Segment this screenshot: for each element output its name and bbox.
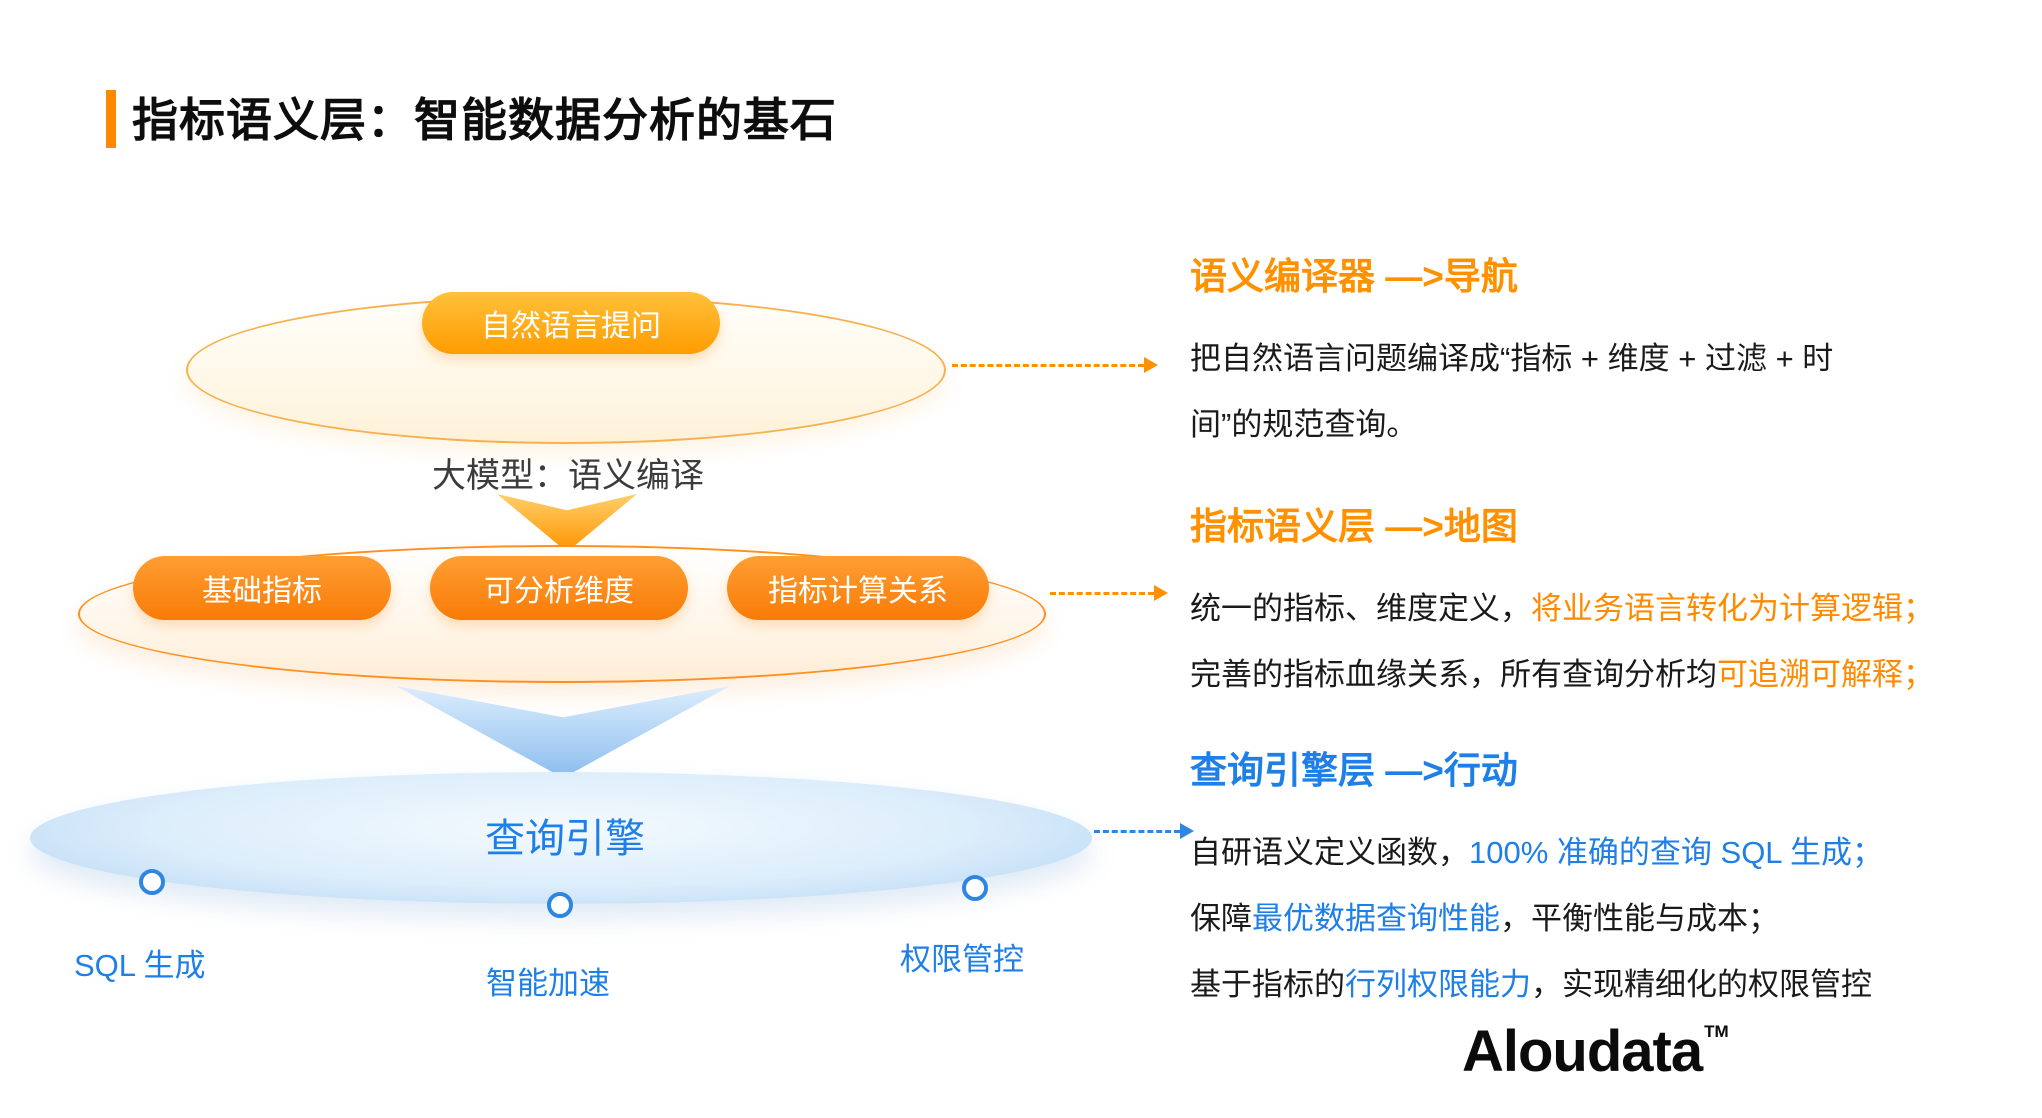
metric-calc-relations-pill: 指标计算关系 (727, 556, 989, 620)
text-segment-highlight: 行列权限能力 (1345, 967, 1531, 1002)
query-engine-label: 查询引擎 (485, 817, 645, 861)
section-body: 自研语义定义函数，100% 准确的查询 SQL 生成； 保障最优数据查询性能，平… (1190, 820, 2008, 1018)
text-segment: 统一的指标、维度定义， (1190, 591, 1531, 626)
section-heading: 语义编译器 —>导航 (1190, 256, 1518, 297)
body-line: 间”的规范查询。 (1190, 392, 2008, 458)
text-segment: ，平衡性能与成本； (1500, 901, 1779, 936)
dashed-connector-top (952, 356, 1158, 374)
text-segment: 间”的规范查询。 (1190, 407, 1418, 442)
text-segment: ，实现精细化的权限管控 (1531, 967, 1872, 1002)
model-arrow-label: 大模型：语义编译 (432, 457, 704, 495)
query-engine-ellipse (30, 772, 1092, 904)
arrowhead-icon (1180, 823, 1194, 839)
body-line: 自研语义定义函数，100% 准确的查询 SQL 生成； (1190, 820, 2008, 886)
body-line: 保障最优数据查询性能，平衡性能与成本； (1190, 886, 2008, 952)
natural-language-pill: 自然语言提问 (422, 292, 720, 354)
node-label-sql: SQL 生成 (74, 948, 206, 983)
body-line: 完善的指标血缘关系，所有查询分析均可追溯可解释； (1190, 642, 2008, 708)
section-heading: 查询引擎层 —>行动 (1190, 750, 1518, 791)
text-segment: 自研语义定义函数， (1190, 835, 1469, 870)
down-arrow-orange-icon (497, 494, 637, 552)
body-line: 把自然语言问题编译成“指标 + 维度 + 过滤 + 时 (1190, 326, 2008, 392)
text-segment: 把自然语言问题编译成“指标 + 维度 + 过滤 + 时 (1190, 341, 1834, 376)
section-body: 把自然语言问题编译成“指标 + 维度 + 过滤 + 时 间”的规范查询。 (1190, 326, 2008, 458)
section-query-engine: 查询引擎层 —>行动 自研语义定义函数，100% 准确的查询 SQL 生成； 保… (1190, 740, 2008, 1018)
analyzable-dimensions-pill: 可分析维度 (430, 556, 688, 620)
dashed-connector-middle (1050, 584, 1168, 602)
node-dot-accelerate-icon (547, 892, 573, 918)
text-segment-highlight: 100% 准确的查询 SQL 生成； (1469, 835, 1884, 870)
body-line: 统一的指标、维度定义，将业务语言转化为计算逻辑； (1190, 576, 2008, 642)
text-segment: 完善的指标血缘关系，所有查询分析均 (1190, 657, 1717, 692)
section-semantic-compiler: 语义编译器 —>导航 把自然语言问题编译成“指标 + 维度 + 过滤 + 时 间… (1190, 246, 2008, 458)
text-segment-highlight: 将业务语言转化为计算逻辑； (1531, 591, 1934, 626)
node-label-accelerate: 智能加速 (486, 966, 610, 1001)
text-segment-highlight: 可追溯可解释； (1717, 657, 1934, 692)
section-heading: 指标语义层 —>地图 (1190, 506, 1518, 547)
node-label-permission: 权限管控 (900, 942, 1024, 977)
section-body: 统一的指标、维度定义，将业务语言转化为计算逻辑； 完善的指标血缘关系，所有查询分… (1190, 576, 2008, 708)
arrowhead-icon (1144, 357, 1158, 373)
arrowhead-icon (1154, 585, 1168, 601)
section-metric-layer: 指标语义层 —>地图 统一的指标、维度定义，将业务语言转化为计算逻辑； 完善的指… (1190, 496, 2008, 708)
trademark-mark: TM (1704, 1022, 1729, 1041)
node-dot-permission-icon (962, 875, 988, 901)
text-segment: 保障 (1190, 901, 1252, 936)
down-arrow-blue-icon (396, 686, 730, 778)
dashed-connector-bottom (1094, 822, 1194, 840)
basic-metrics-pill: 基础指标 (133, 556, 391, 620)
text-segment: 基于指标的 (1190, 967, 1345, 1002)
body-line: 基于指标的行列权限能力，实现精细化的权限管控 (1190, 952, 2008, 1018)
text-segment-highlight: 最优数据查询性能 (1252, 901, 1500, 936)
logo-wordmark: Aloudata (1462, 1019, 1703, 1084)
node-dot-sql-icon (139, 869, 165, 895)
title-accent-bar (106, 90, 116, 148)
page-title: 指标语义层：智能数据分析的基石 (132, 94, 837, 146)
